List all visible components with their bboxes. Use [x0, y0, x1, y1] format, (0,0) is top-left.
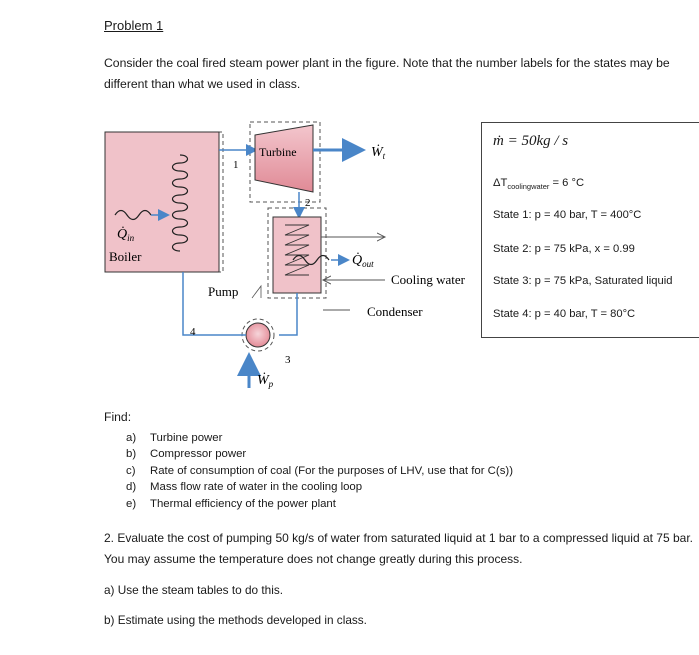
find-label: Find:: [104, 410, 132, 424]
cooling-water-label: Cooling water: [391, 272, 466, 287]
power-plant-diagram: Q̇in Boiler 1 Turbine Ẇt 2 Q̇out Cooling…: [104, 121, 466, 389]
pump-leader: [251, 284, 262, 299]
find-item: a)Turbine power: [126, 432, 223, 444]
delta-t-cooling-water: ΔTcoolingwater = 6 °C: [493, 177, 584, 191]
w-p-label: Ẇp: [257, 371, 274, 389]
pump-circle: [245, 322, 271, 348]
boiler-box: [104, 131, 220, 273]
w-t-label: Ẇt: [371, 143, 386, 161]
problem-title: Problem 1: [104, 18, 164, 33]
state-2-label: 2: [305, 197, 311, 209]
delta-t-value: = 6 °C: [549, 177, 585, 189]
q-in-label: Q̇in: [117, 226, 135, 243]
state-1-label: 1: [233, 159, 239, 171]
turbine-shape: [254, 124, 314, 193]
problem-2-part-a: a) Use the steam tables to do this.: [104, 583, 284, 597]
find-item: e)Thermal efficiency of the power plant: [126, 497, 336, 510]
state-3-label: 3: [285, 354, 291, 366]
state-4-label: 4: [190, 326, 196, 338]
heat-out-wave: [292, 254, 330, 266]
condensate-line: [279, 293, 298, 336]
condenser-label: Condenser: [367, 304, 423, 319]
state-4-conditions: State 4: p = 40 bar, T = 80°C: [493, 308, 636, 320]
state-2-conditions: State 2: p = 75 kPa, x = 0.99: [493, 243, 635, 255]
pump-label: Pump: [208, 284, 238, 299]
q-out-label: Q̇out: [352, 252, 374, 269]
problem-2-text: 2. Evaluate the cost of pumping 50 kg/s …: [104, 531, 694, 566]
find-item: c)Rate of consumption of coal (For the p…: [126, 464, 513, 477]
state-3-conditions: State 3: p = 75 kPa, Saturated liquid: [493, 275, 673, 287]
heat-in-wave: [114, 209, 152, 221]
turbine-label: Turbine: [259, 145, 297, 159]
delta-t-subscript: coolingwater: [507, 182, 550, 192]
find-list: a)Turbine power b)Compressor power c)Rat…: [126, 430, 513, 512]
delta-t-prefix: ΔT: [493, 177, 508, 189]
find-item: b)Compressor power: [126, 448, 247, 461]
mass-flow-rate: ṁ = 50kg / s: [493, 133, 569, 149]
find-item: d)Mass flow rate of water in the cooling…: [126, 481, 363, 494]
state-1-conditions: State 1: p = 40 bar, T = 400°C: [493, 209, 642, 221]
problem-2-part-b: b) Estimate using the methods developed …: [104, 613, 367, 627]
boiler-coil: [171, 154, 189, 252]
feedwater-line: [182, 272, 246, 336]
condenser-coil: [284, 224, 310, 276]
problem-intro: Consider the coal fired steam power plan…: [104, 56, 670, 91]
boiler-label: Boiler: [109, 249, 142, 264]
given-data-box: ṁ = 50kg / s ΔTcoolingwater = 6 °C State…: [481, 122, 699, 338]
